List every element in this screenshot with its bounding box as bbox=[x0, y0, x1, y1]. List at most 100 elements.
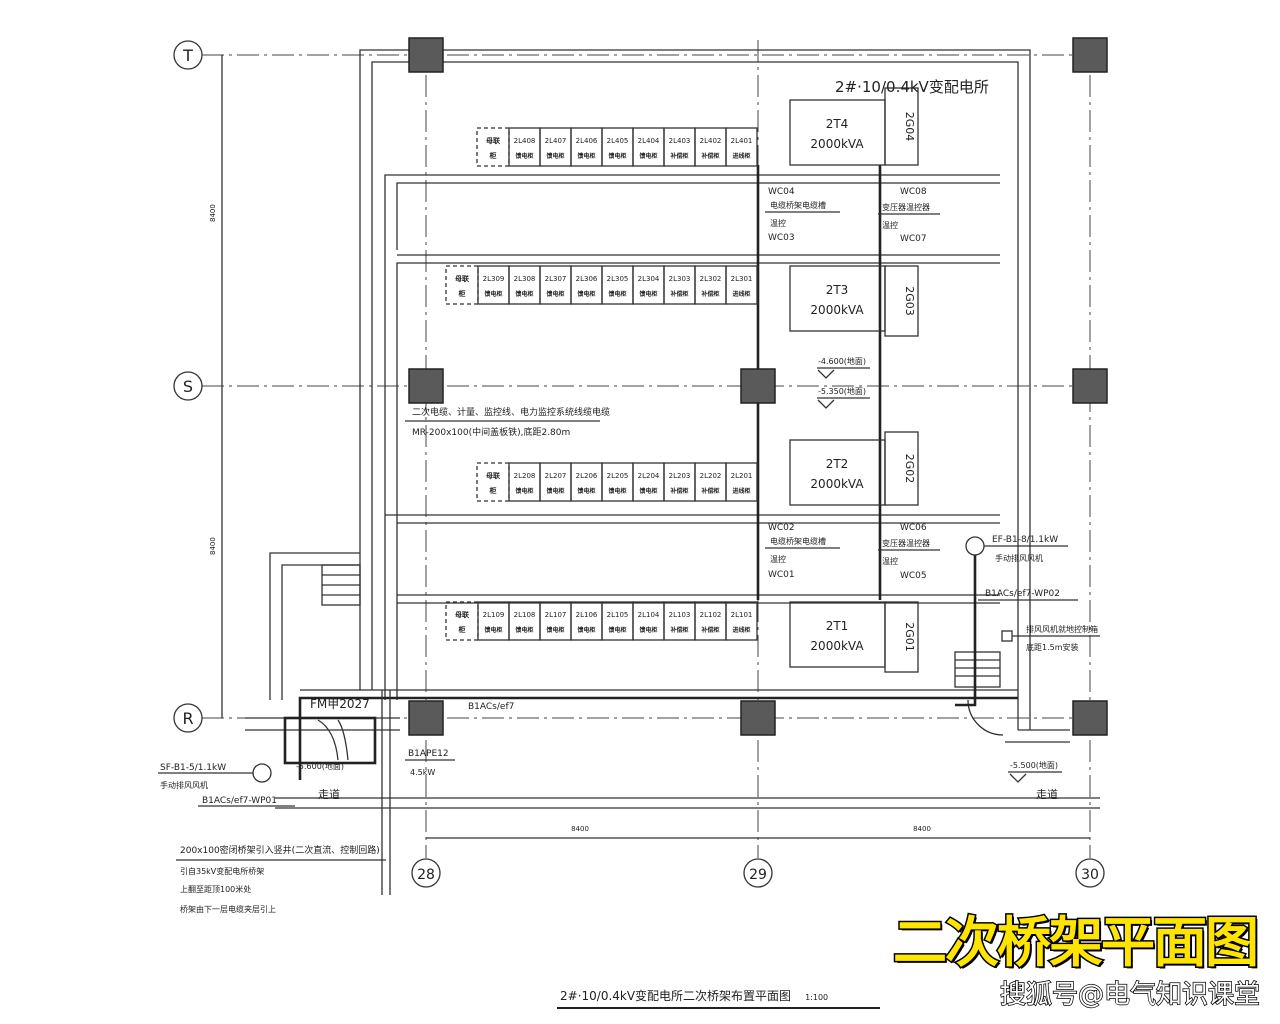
cabinet-label: 母联 bbox=[455, 610, 470, 619]
cabinet-type: 馈电柜 bbox=[639, 290, 657, 298]
bus-tie-cabinet bbox=[476, 462, 510, 502]
structural-column bbox=[408, 37, 444, 73]
cabinet-type: 馈电柜 bbox=[608, 152, 626, 160]
cabinet-code: 2L404 bbox=[638, 137, 660, 145]
cabinet-type: 柜 bbox=[489, 151, 497, 160]
bus-tie-cabinet bbox=[445, 601, 479, 641]
cabinet-code: 2L203 bbox=[669, 472, 691, 480]
switchgear-cabinet bbox=[539, 127, 572, 167]
level-mark: -5.500(地面) bbox=[1010, 760, 1058, 770]
axis-bubble-28 bbox=[411, 858, 441, 888]
cabinet-type: 馈电柜 bbox=[515, 626, 533, 634]
cabinet-code: 2L208 bbox=[514, 472, 536, 480]
switchgear-cabinet bbox=[539, 265, 572, 305]
tray-note: 上翻至距顶100米处 bbox=[180, 884, 251, 894]
cabinet-code: 2L401 bbox=[731, 137, 753, 145]
switchgear-cabinet bbox=[632, 127, 665, 167]
cabinet-label: 母联 bbox=[486, 136, 501, 145]
bus-tie-cabinet bbox=[476, 127, 510, 167]
door-swing-left bbox=[317, 719, 349, 761]
transformer-rating: 2000kVA bbox=[810, 137, 864, 151]
structural-column bbox=[1072, 700, 1108, 736]
panel-label: 2G02 bbox=[903, 454, 916, 484]
cabinet-type: 补偿柜 bbox=[700, 487, 719, 495]
switchgear-cabinet bbox=[725, 265, 758, 305]
fan-cable-tag-right: B1ACs/ef7-WP02 bbox=[985, 589, 1060, 599]
axis-bubbles: T S R 28 29 30 8400 8400 8400 8400 bbox=[173, 40, 1105, 888]
cabinet-type: 馈电柜 bbox=[577, 487, 595, 495]
cabinet-type: 馈电柜 bbox=[546, 626, 564, 634]
structural-columns bbox=[408, 37, 1108, 736]
cabinet-type: 补偿柜 bbox=[669, 290, 688, 298]
switchgear-cabinet bbox=[663, 127, 696, 167]
cable-tag: B1APE12 bbox=[408, 749, 449, 759]
transformer-box bbox=[789, 601, 886, 668]
transformer-name: 2T4 bbox=[826, 117, 849, 131]
structural-column bbox=[740, 700, 776, 736]
watermark-title: 二次桥架平面图 bbox=[892, 911, 1261, 974]
station-title: 2#·10/0.4kV变配电所 bbox=[835, 78, 989, 96]
transformer-box bbox=[789, 265, 886, 332]
switchgear-cabinet bbox=[508, 601, 541, 641]
switchgear-cabinet bbox=[570, 127, 603, 167]
axis-bubble-T bbox=[173, 40, 203, 70]
corridor-label: 走道 bbox=[1036, 787, 1058, 801]
panel-box bbox=[884, 265, 919, 337]
switchgear-row: 母联柜2L408馈电柜2L407馈电柜2L406馈电柜2L405馈电柜2L404… bbox=[476, 127, 758, 167]
cabinet-type: 补偿柜 bbox=[669, 487, 688, 495]
cabinet-code: 2L102 bbox=[700, 611, 722, 619]
tray-note: 电缆桥架电缆槽 bbox=[770, 200, 826, 210]
switchgear-cabinet bbox=[601, 127, 634, 167]
cabinet-type: 柜 bbox=[458, 289, 466, 298]
axis-label-28: 28 bbox=[417, 867, 435, 883]
cabinet-type: 馈电柜 bbox=[639, 626, 657, 634]
cabinet-type: 馈电柜 bbox=[484, 290, 502, 298]
cabinet-code: 2L104 bbox=[638, 611, 660, 619]
control-box-note: 底距1.5m安装 bbox=[1026, 642, 1079, 652]
cabinet-type: 进线柜 bbox=[732, 152, 750, 160]
cabinet-type: 馈电柜 bbox=[546, 290, 564, 298]
cable-tray bbox=[396, 182, 1000, 250]
transformer-rating: 2000kVA bbox=[810, 477, 864, 491]
cabinet-type: 馈电柜 bbox=[577, 290, 595, 298]
temp-note: 温控 bbox=[770, 218, 786, 228]
cabinet-type: 馈电柜 bbox=[484, 626, 502, 634]
cabinet-code: 2L305 bbox=[607, 275, 629, 283]
dimension-text: 8400 bbox=[913, 825, 931, 833]
switchgear-cabinet bbox=[477, 601, 510, 641]
cabinet-code: 2L403 bbox=[669, 137, 691, 145]
cabinet-type: 馈电柜 bbox=[577, 152, 595, 160]
transformer-rating: 2000kVA bbox=[810, 639, 864, 653]
transformer-name: 2T2 bbox=[826, 457, 849, 471]
cabinet-type: 馈电柜 bbox=[608, 626, 626, 634]
switchgear-cabinet bbox=[632, 265, 665, 305]
cabinet-code: 2L106 bbox=[576, 611, 598, 619]
fan-tag-left: SF-B1-5/1.1kW bbox=[160, 763, 226, 773]
level-symbol bbox=[817, 397, 870, 409]
tag-wc04: WC04 bbox=[768, 187, 795, 197]
cabinet-type: 馈电柜 bbox=[639, 152, 657, 160]
switchgear-cabinet bbox=[632, 601, 665, 641]
tag-wc01: WC01 bbox=[768, 570, 795, 580]
cabinet-code: 2L108 bbox=[514, 611, 536, 619]
cable-tag: B1ACs/ef7 bbox=[468, 702, 514, 712]
fan-desc-right: 手动排风风机 bbox=[995, 553, 1043, 563]
cabinet-type: 柜 bbox=[489, 486, 497, 495]
annotations: 2#·10/0.4kV变配电所 WC04 电缆桥架电缆槽 温控 WC03 WC0… bbox=[158, 78, 1100, 1009]
trans-note: 变压器温控器 bbox=[882, 538, 930, 548]
transformer-rating: 2000kVA bbox=[810, 303, 864, 317]
axis-bubble-30 bbox=[1075, 858, 1105, 888]
axis-label-T: T bbox=[182, 46, 193, 65]
tag-wc07: WC07 bbox=[900, 234, 927, 244]
power-tag: 4.5kW bbox=[410, 768, 435, 777]
control-box-symbol bbox=[1001, 630, 1013, 642]
axis-label-29: 29 bbox=[749, 867, 767, 883]
fan-tag-right: EF-B1-8/1.1kW bbox=[992, 535, 1058, 545]
switchgear-cabinet bbox=[694, 601, 727, 641]
switchgear-cabinet bbox=[725, 127, 758, 167]
cabinet-label: 母联 bbox=[455, 274, 470, 283]
cabinet-code: 2L306 bbox=[576, 275, 598, 283]
cabinet-code: 2L407 bbox=[545, 137, 567, 145]
cabinet-code: 2L105 bbox=[607, 611, 629, 619]
